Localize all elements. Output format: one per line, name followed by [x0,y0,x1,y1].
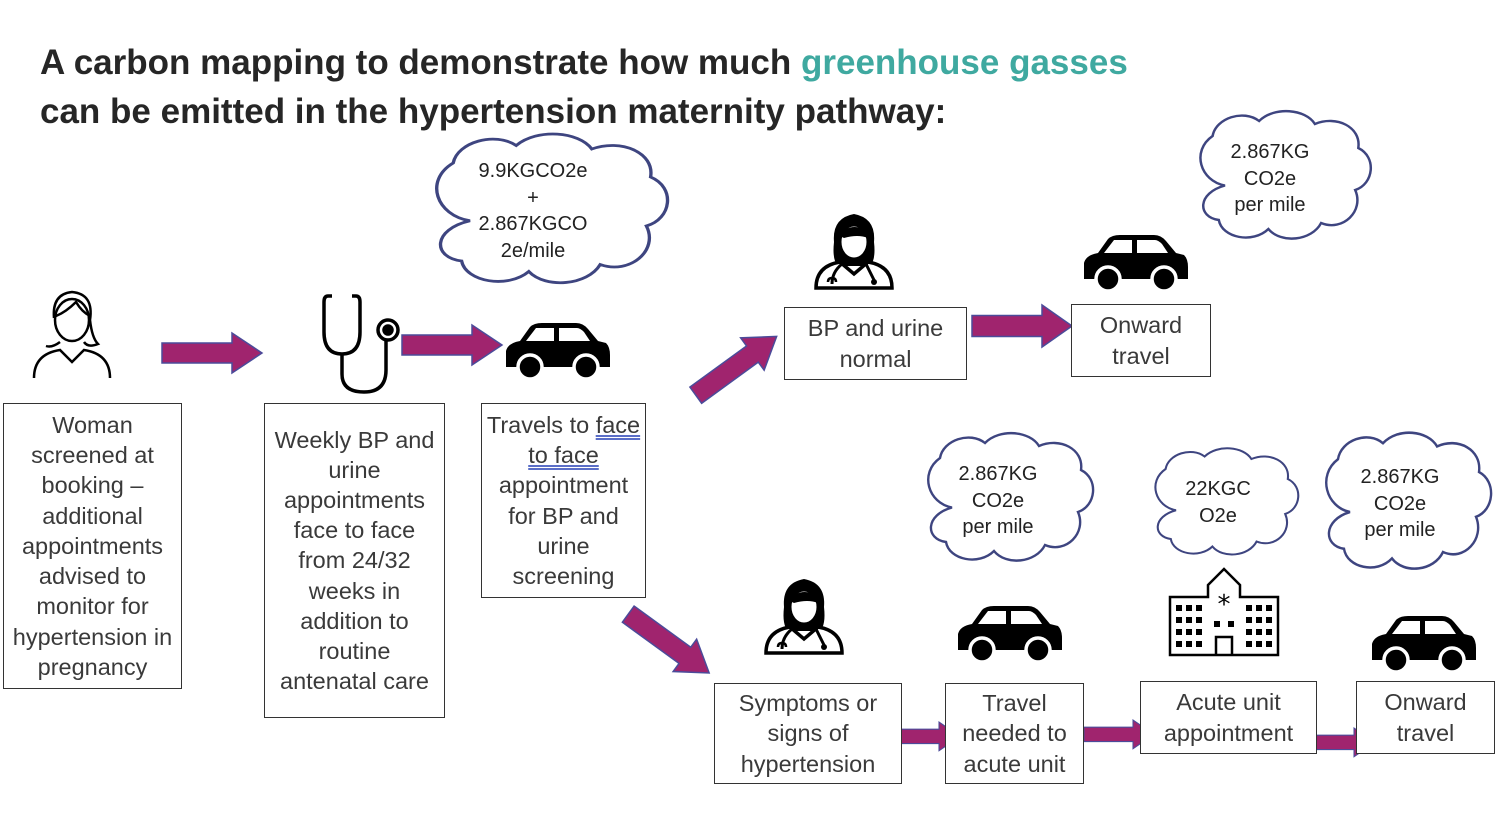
box-text: Woman screened at booking – additional a… [12,412,173,680]
cloud-line: 2e/mile [500,239,566,262]
hospital-icon: * [1168,567,1280,657]
box-bp-normal: BP and urine normal [784,307,967,380]
car-icon [504,321,612,381]
box-text: BP and urine normal [807,315,944,372]
woman-icon [32,290,112,379]
box-weekly-appointments: Weekly BP and urine appointments face to… [264,403,445,718]
cloud-line: CO2e [971,489,1025,512]
right-arrow [161,332,263,374]
box-text: Travels to face to face appointment for … [486,410,641,591]
cloud-line: 2.867KG [1360,466,1440,488]
box-acute-appointment: Acute unit appointment [1140,681,1317,754]
cloud-line: CO2e [1243,167,1297,190]
car-icon [1082,233,1190,293]
box-text: Onward travel [1384,689,1467,746]
doctor-icon [764,577,844,655]
cloud-line: + [527,186,539,209]
cloud-line: 22KGC [1185,478,1251,500]
box-text: Symptoms or signs of hypertension [738,690,878,777]
svg-text:*: * [1218,590,1231,620]
title-part1: A carbon mapping to demonstrate how much [40,43,801,82]
doctor-icon [814,212,894,290]
stethoscope-icon [322,294,400,394]
cloud-label-4: 22KGC O2e [1156,476,1280,529]
box-onward-travel-bottom: Onward travel [1356,681,1495,754]
box-woman-screened: Woman screened at booking – additional a… [3,403,182,689]
box-text-part: appointment for BP and urine screening [498,472,629,589]
title-line2: can be emitted in the hypertension mater… [40,92,947,131]
cloud-line: 2.867KG [1230,141,1310,163]
box-text: Acute unit appointment [1163,689,1294,746]
box-travels-to-appointment: Travels to face to face appointment for … [481,403,646,598]
box-travel-acute: Travel needed to acute unit [945,683,1084,784]
cloud-line: per mile [1234,194,1306,216]
right-arrow [971,304,1073,348]
title-highlight: greenhouse gasses [800,43,1128,82]
box-text: Travel needed to acute unit [962,690,1067,777]
cloud-line: O2e [1199,504,1237,527]
cloud-label-5: 2.867KG CO2e per mile [1330,464,1470,544]
cloud-label-2: 2.867KG CO2e per mile [1200,139,1340,219]
cloud-line: per mile [962,516,1034,538]
box-symptoms: Symptoms or signs of hypertension [714,683,902,784]
car-icon [1370,614,1478,674]
box-text: Onward travel [1099,312,1183,369]
box-text-part: Travels to [486,411,596,438]
cloud-label-3: 2.867KG CO2e per mile [928,461,1068,541]
cloud-line: 9.9KGCO2e [478,160,588,182]
box-text-underlined: face to face [528,411,641,469]
cloud-line: CO2e [1373,492,1427,515]
box-onward-travel-top: Onward travel [1071,304,1211,377]
right-arrow [401,324,503,366]
right-arrow [615,597,722,690]
car-icon [956,604,1064,664]
cloud-label-1: 9.9KGCO2e + 2.867KGCO 2e/mile [452,158,614,264]
page-title: A carbon mapping to demonstrate how much… [40,38,1340,136]
cloud-line: 2.867KG [958,463,1038,485]
right-arrow [683,319,790,413]
cloud-line: 2.867KGCO [478,213,588,235]
cloud-line: per mile [1364,519,1436,541]
box-text: Weekly BP and urine appointments face to… [274,426,435,695]
